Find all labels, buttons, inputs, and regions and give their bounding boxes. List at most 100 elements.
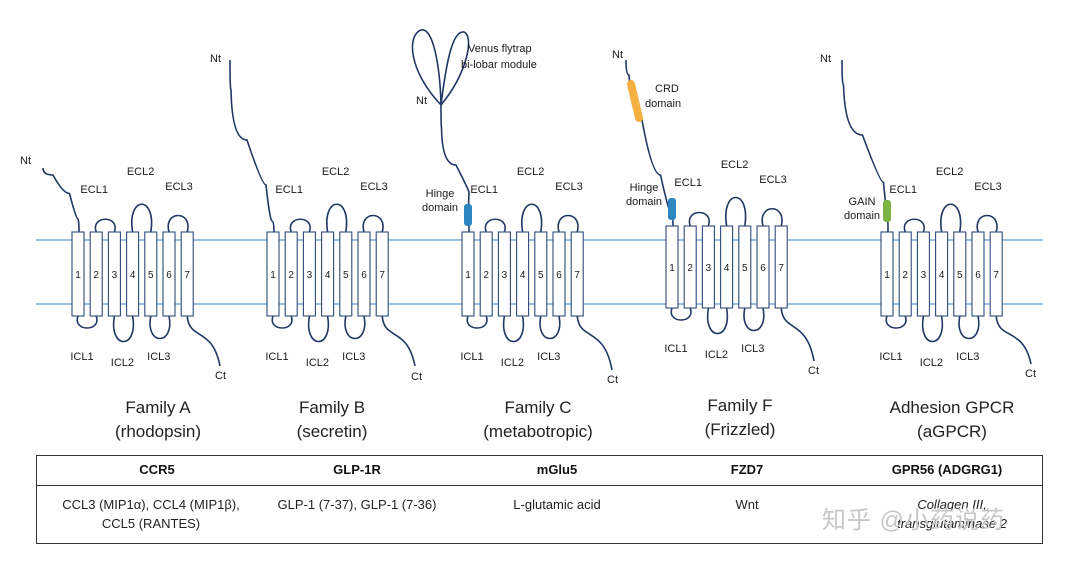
receptor-header: FZD7 [730, 462, 764, 477]
ecl3-label: ECL3 [555, 181, 583, 193]
family-subtitle: (secretin) [296, 422, 368, 441]
helix-number: 7 [778, 263, 784, 274]
helix-number: 6 [760, 263, 766, 274]
helix-number: 2 [483, 270, 489, 281]
ecl2-label: ECL2 [517, 166, 545, 178]
helix-number: 1 [884, 270, 890, 281]
intracellular-loop [112, 315, 135, 343]
intracellular-loop [885, 315, 907, 329]
transmembrane-helix [534, 231, 548, 317]
extracellular-loop [521, 203, 543, 233]
extracellular-loop [167, 214, 189, 233]
transmembrane-helix [375, 231, 389, 317]
family-a-caption: Family A (rhodopsin) [68, 396, 248, 444]
transmembrane-helix [284, 231, 298, 317]
transmembrane-helix [989, 231, 1003, 317]
helix-number: 6 [166, 270, 172, 281]
helix-number: 7 [184, 270, 190, 281]
hinge-domain-label: domain [626, 196, 662, 208]
ct-label: Ct [808, 365, 819, 377]
watermark: 知乎 @小药说药 [822, 507, 1006, 534]
venus-flytrap-lobe [440, 31, 470, 106]
extracellular-loop [94, 218, 116, 233]
transmembrane-helix [180, 231, 194, 317]
nt-label: Nt [210, 53, 221, 65]
receptor-header: GPR56 (ADGRG1) [891, 462, 1003, 477]
family-subtitle: (Frizzled) [704, 420, 776, 439]
icl3-label: ICL3 [147, 351, 170, 363]
ligand-text: Collagen III, [917, 497, 987, 512]
helix-number: 4 [939, 270, 945, 281]
transmembrane-helix [516, 231, 530, 317]
icl2-label: ICL2 [111, 357, 134, 369]
helix-number: 1 [270, 270, 276, 281]
ct-label: Ct [215, 370, 226, 382]
c-terminus-chain [995, 315, 1032, 365]
transmembrane-helix [126, 231, 140, 317]
transmembrane-helix [461, 231, 475, 317]
family-subtitle: (rhodopsin) [115, 422, 201, 441]
helix-number: 2 [288, 270, 294, 281]
extracellular-loop [688, 211, 710, 227]
transmembrane-helix [898, 231, 912, 317]
family-f-caption: Family F (Frizzled) [650, 394, 830, 442]
n-terminus-chain [229, 59, 275, 233]
adhesion-caption: Adhesion GPCR (aGPCR) [862, 396, 1042, 444]
intracellular-loop [307, 315, 330, 343]
helix-number: 4 [325, 270, 331, 281]
intracellular-loop [76, 315, 98, 329]
helix-number: 1 [465, 270, 471, 281]
crd-domain-block [627, 80, 643, 122]
ligand-cell: Wnt [657, 495, 837, 514]
intracellular-loop [706, 307, 729, 335]
intracellular-loop [271, 315, 293, 329]
helix-number: 3 [502, 270, 508, 281]
transmembrane-helix [339, 231, 353, 317]
c-terminus-chain [780, 307, 815, 362]
family-name: Family A [125, 398, 191, 417]
extracellular-loop [484, 218, 506, 233]
extracellular-loop [940, 203, 962, 233]
extracellular-loop [725, 196, 747, 227]
transmembrane-helix [321, 231, 335, 317]
icl2-label: ICL2 [920, 357, 943, 369]
helix-number: 1 [75, 270, 81, 281]
intracellular-loop [670, 307, 692, 321]
transmembrane-helix [774, 225, 788, 309]
table-header-row [37, 456, 1042, 486]
helix-number: 7 [379, 270, 385, 281]
icl2-label: ICL2 [306, 357, 329, 369]
icl1-label: ICL1 [879, 351, 902, 363]
helix-number: 2 [902, 270, 908, 281]
intracellular-loop [344, 315, 366, 340]
ecl2-label: ECL2 [322, 166, 350, 178]
crd-domain-label: CRD [655, 83, 679, 95]
hinge-domain-block [464, 204, 472, 226]
ecl2-label: ECL2 [721, 159, 749, 171]
venus-flytrap-label: Venus flytrap [468, 43, 532, 55]
intracellular-loop [149, 315, 171, 340]
ecl2-label: ECL2 [936, 166, 964, 178]
ecl1-label: ECL1 [80, 184, 108, 196]
helix-number: 5 [538, 270, 544, 281]
helix-number: 2 [93, 270, 99, 281]
ecl3-label: ECL3 [974, 181, 1002, 193]
intracellular-loop [466, 315, 488, 329]
venus-flytrap-lobe [411, 29, 442, 106]
transmembrane-helix [497, 231, 511, 317]
helix-number: 1 [669, 263, 675, 274]
ligand-cell: Collagen III, transglutaminase 2 [867, 495, 1037, 533]
ligand-cell: L-glutamic acid [467, 495, 647, 514]
transmembrane-helix [107, 231, 121, 317]
gain-domain-block [883, 200, 891, 222]
transmembrane-helix [552, 231, 566, 317]
gain-domain-label: domain [844, 210, 880, 222]
icl1-label: ICL1 [664, 343, 687, 355]
n-terminus-chain [42, 167, 80, 233]
transmembrane-helix [89, 231, 103, 317]
transmembrane-helix [971, 231, 985, 317]
c-terminus-chain [381, 315, 416, 367]
nt-label: Nt [20, 155, 31, 167]
transmembrane-helix [935, 231, 949, 317]
